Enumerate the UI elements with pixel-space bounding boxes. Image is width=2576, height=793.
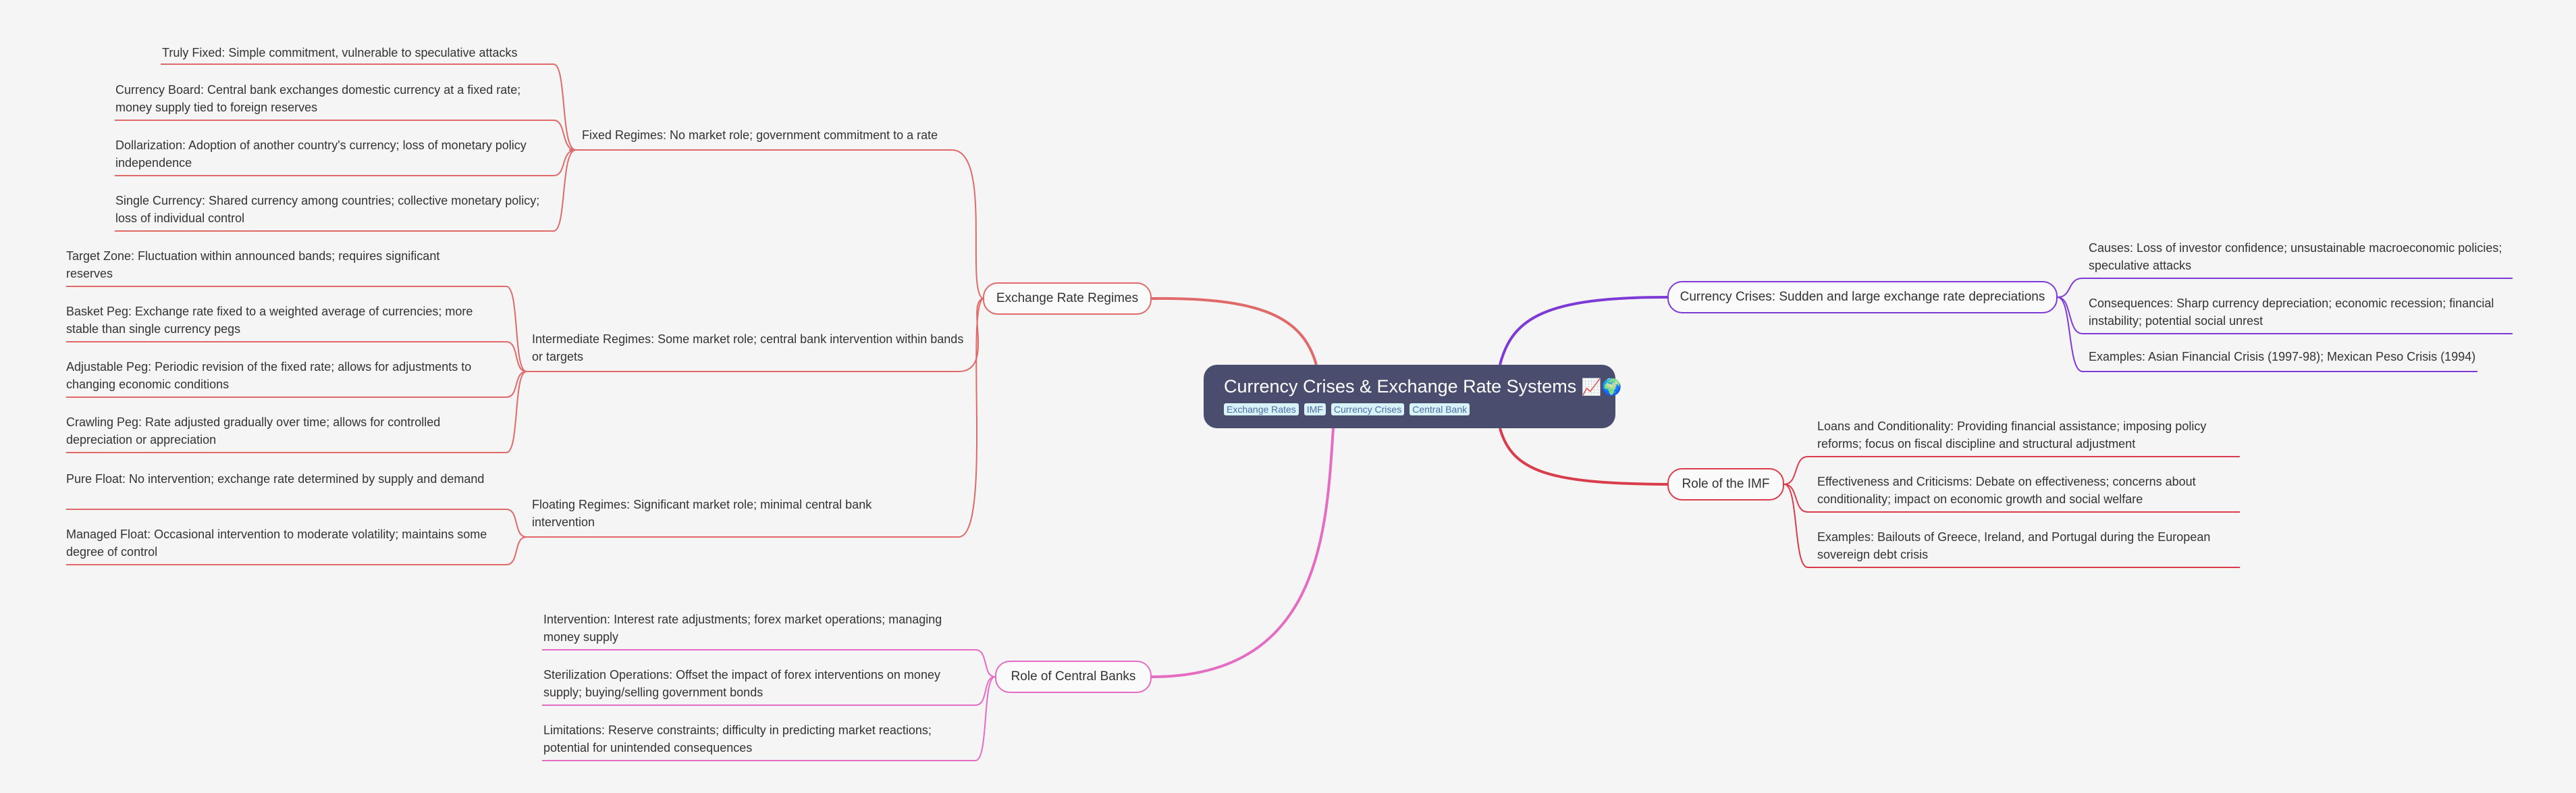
leaf-managed-float[interactable]: Managed Float: Occasional intervention t… [66, 528, 487, 559]
connector [115, 120, 576, 151]
leaf-truly-fixed[interactable]: Truly Fixed: Simple commitment, vulnerab… [162, 46, 518, 59]
connector [569, 149, 984, 299]
leaf-intervention[interactable]: Intervention: Interest rate adjustments;… [543, 613, 942, 644]
connector [1499, 428, 1668, 486]
chart-globe-emoji: 📈🌍 [1581, 378, 1622, 396]
connector [2057, 297, 2513, 334]
connector [1783, 456, 2240, 485]
tag-central-bank[interactable]: Central Bank [1410, 403, 1470, 415]
leaf-target-zone[interactable]: Target Zone: Fluctuation within announce… [66, 249, 440, 280]
leaf-consequences[interactable]: Consequences: Sharp currency depreciatio… [2089, 297, 2494, 328]
connector [2057, 297, 2477, 372]
connector [1783, 484, 2240, 568]
connector [66, 371, 527, 398]
leaf-currency-crises-examples[interactable]: Examples: Asian Financial Crisis (1997-9… [2089, 350, 2476, 363]
leaf-causes[interactable]: Causes: Loss of investor confidence; uns… [2089, 241, 2502, 272]
leaf-imf-examples[interactable]: Examples: Bailouts of Greece, Ireland, a… [1817, 530, 2211, 561]
connector [66, 341, 527, 372]
connector [542, 676, 996, 761]
connector [1783, 484, 2240, 513]
tag-list: Exchange Rates IMF Currency Crises Centr… [1224, 403, 1615, 415]
connector [2057, 278, 2513, 298]
connector [115, 149, 576, 176]
leaf-single-currency[interactable]: Single Currency: Shared currency among c… [115, 194, 540, 225]
connector [542, 649, 996, 677]
leaf-adjustable-peg[interactable]: Adjustable Peg: Periodic revision of the… [66, 360, 472, 391]
branch-currency-crises[interactable]: Currency Crises: Sudden and large exchan… [1667, 281, 2058, 313]
subtopic-intermediate-regimes[interactable]: Intermediate Regimes: Some market role; … [532, 332, 964, 363]
connector [542, 676, 996, 706]
subtopic-fixed-regimes[interactable]: Fixed Regimes: No market role; governmen… [582, 128, 938, 142]
connector [66, 509, 527, 538]
leaf-currency-board[interactable]: Currency Board: Central bank exchanges d… [115, 83, 521, 114]
root-topic[interactable]: Currency Crises & Exchange Rate Systems … [1204, 365, 1621, 428]
leaf-sterilization-operations[interactable]: Sterilization Operations: Offset the imp… [543, 668, 940, 699]
tag-currency-crises[interactable]: Currency Crises [1331, 403, 1405, 415]
connector [115, 149, 576, 232]
leaf-basket-peg[interactable]: Basket Peg: Exchange rate fixed to a wei… [66, 305, 473, 336]
connector [527, 298, 984, 538]
leaf-limitations[interactable]: Limitations: Reserve constraints; diffic… [543, 723, 932, 754]
connector [1151, 297, 1318, 365]
leaf-loans-and-conditionality[interactable]: Loans and Conditionality: Providing fina… [1817, 419, 2207, 451]
subtopic-floating-regimes[interactable]: Floating Regimes: Significant market rol… [532, 498, 872, 529]
branch-exchange-rate-regimes[interactable]: Exchange Rate Regimes [983, 282, 1152, 315]
leaf-effectiveness-and-criticisms[interactable]: Effectiveness and Criticisms: Debate on … [1817, 475, 2196, 506]
branch-role-of-imf[interactable]: Role of the IMF [1667, 468, 1784, 501]
connector [527, 298, 984, 372]
root-title-text: Currency Crises & Exchange Rate Systems [1224, 376, 1577, 396]
connector [1151, 428, 1335, 678]
leaf-crawling-peg[interactable]: Crawling Peg: Rate adjusted gradually ov… [66, 415, 441, 446]
tag-exchange-rates[interactable]: Exchange Rates [1224, 403, 1299, 415]
connector [66, 371, 527, 453]
root-title: Currency Crises & Exchange Rate Systems … [1224, 374, 1621, 399]
leaf-dollarization[interactable]: Dollarization: Adoption of another count… [115, 138, 527, 170]
tag-imf[interactable]: IMF [1304, 403, 1326, 415]
connector [66, 286, 527, 372]
branch-role-of-central-banks[interactable]: Role of Central Banks [995, 661, 1152, 693]
connector [1499, 296, 1668, 365]
leaf-pure-float[interactable]: Pure Float: No intervention; exchange ra… [66, 472, 485, 486]
connector [66, 536, 527, 565]
connector [161, 63, 576, 151]
